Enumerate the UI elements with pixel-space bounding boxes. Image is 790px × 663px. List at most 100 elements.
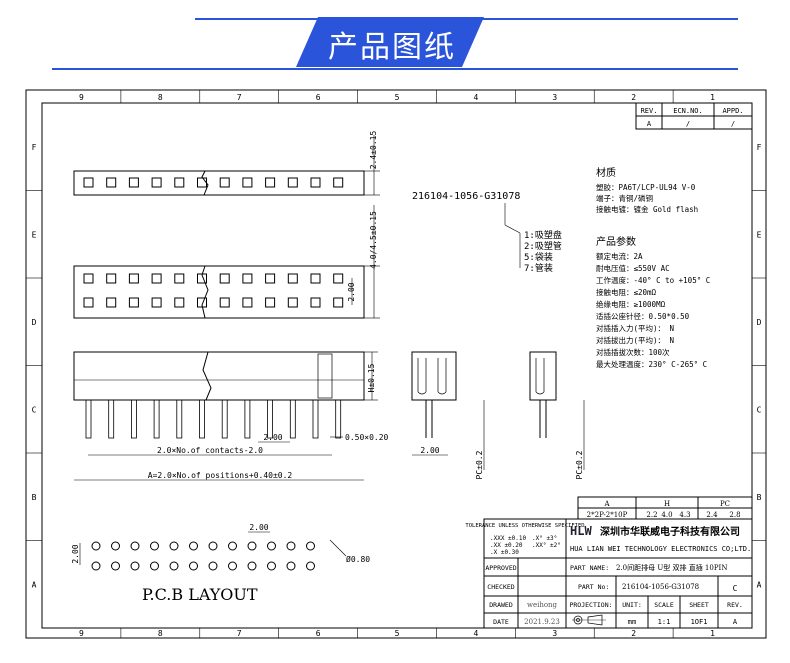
contact-hole (310, 273, 321, 284)
pcb-hole (247, 561, 257, 571)
tolerance-title: TOLERANCE UNLESS OTHERWISE SPECIFIED (465, 523, 584, 529)
zone-column-label: 4 (473, 629, 478, 638)
contact-hole (106, 273, 117, 284)
dim-table-header-h: H (664, 500, 670, 508)
pcb-hole (286, 561, 296, 571)
zone-column-label: 8 (158, 629, 163, 638)
contact-pin (221, 399, 228, 439)
contact-hole (242, 273, 253, 284)
sheet-label: SHEET (689, 601, 709, 609)
spec-line: 最大处理温度：230° C-265° C (596, 359, 707, 369)
contact-hole (310, 297, 321, 308)
pc-right-dim: PC±0.2 (575, 450, 584, 479)
part-rev-value: C (733, 584, 738, 593)
contact-hole (287, 273, 298, 284)
contact-pin (289, 399, 296, 439)
pcb-hole (169, 541, 179, 551)
zone-column-label: 7 (237, 93, 242, 102)
zone-column-label: 1 (710, 629, 715, 638)
company-name-cn: 深圳市华联威电子科技有限公司 (600, 525, 740, 538)
zone-column-label: 8 (158, 93, 163, 102)
contact-hole (83, 273, 94, 284)
part-code-number: 216104-1056-G31078 (412, 191, 520, 202)
contact-hole (333, 177, 344, 188)
zone-column-label: 4 (473, 93, 478, 102)
zone-row-label: E (32, 230, 37, 239)
part-option-7: 7:管装 (524, 262, 553, 274)
spec-line: 对插插入力(平均)： N (596, 323, 674, 333)
pcb-hole (150, 541, 159, 551)
dim-table-cell: 2.2 (646, 511, 657, 519)
dimension-table: A H PC 2*2P-2*10P 2.2 4.0 4.3 2.4 2.8 (577, 496, 753, 520)
pcb-pitch-y-dim: 2.00 (71, 544, 80, 563)
side-view-right: PC±0.2 (529, 351, 585, 479)
materials-title: 材质 (596, 166, 616, 179)
dim-table-header-a: A (603, 500, 610, 508)
drawn-by-value: weihong (527, 601, 558, 609)
contact-pin (199, 399, 205, 439)
pcb-hole (169, 561, 179, 571)
zone-row-label: B (757, 493, 762, 502)
zone-row-label: E (757, 230, 762, 239)
spec-line: 对插插拔次数：100次 (596, 347, 670, 357)
contact-hole (83, 177, 94, 188)
spec-line: 对插拔出力(平均)： N (596, 335, 674, 345)
contact-hole (197, 273, 207, 284)
top-view-double-row: 4.0/4.5±0.15 2.00 (73, 205, 380, 319)
part-option-5: 5:袋装 (524, 251, 553, 263)
rev-value-bottom: A (733, 618, 738, 626)
contact-hole (128, 297, 139, 308)
tolerance-angle: .XX° ±2° (532, 542, 561, 549)
contact-hole (151, 273, 162, 284)
company-name-en: HUA LIAN WEI TECHNOLOGY ELECTRONICS CO;L… (570, 545, 751, 553)
pcb-hole (208, 561, 218, 571)
contact-hole (265, 297, 276, 308)
zone-column-label: 5 (395, 93, 400, 102)
contact-pin (108, 399, 115, 439)
zone-row-label: A (757, 580, 762, 589)
pcb-hole (111, 541, 120, 551)
contact-hole (333, 273, 344, 284)
page-title: 产品图纸 (328, 30, 456, 65)
contact-hole (287, 177, 298, 188)
revision-table: REV. ECN.NO. APPD. A / / (635, 102, 753, 130)
top-view-single-row: 2.4±0.15 (73, 131, 380, 196)
material-line: 塑胶：PA6T/LCP-UL94 V-0 (596, 182, 696, 192)
pcb-hole (306, 561, 315, 571)
dim-table-cell: 2.4 (706, 511, 718, 519)
contact-pin (335, 399, 342, 439)
contact-hole (106, 177, 117, 188)
appd-header: APPD. (722, 107, 743, 115)
positions-dim: A=2.0×No.of positions+0.40±0.2 (148, 471, 293, 480)
zone-column-label: 5 (395, 629, 400, 638)
zone-column-label: 9 (79, 629, 84, 638)
contact-hole (219, 177, 230, 188)
contact-hole (287, 297, 298, 308)
part-code-callout: 216104-1056-G31078 1:吸塑盘 2:吸塑管 5:袋装 7:管装 (412, 191, 562, 274)
pcb-pitch-x-dim: 2.00 (249, 523, 268, 532)
zone-column-label: 7 (237, 629, 242, 638)
dim-table-cell: 2.8 (729, 511, 740, 519)
contact-hole (219, 297, 230, 308)
pin-size-dim: 0.50×0.20 (345, 433, 389, 442)
date-value: 2021.9.23 (524, 618, 560, 626)
rev-value: A (647, 120, 652, 128)
pcb-hole (189, 561, 198, 571)
contacts-dim: 2.0×No.of contacts-2.0 (157, 446, 263, 455)
contact-hole (174, 177, 185, 188)
row-pitch-dim: 2.00 (347, 282, 356, 301)
outer-frame (25, 89, 767, 639)
checked-label: CHECKED (487, 583, 514, 591)
projection-label: PROJECTION: (569, 601, 612, 609)
pcb-hole (111, 561, 120, 571)
dim-table-cell: 4.3 (679, 511, 690, 519)
contact-pin (85, 399, 92, 439)
tolerance-line: .XX ±0.20 (490, 542, 523, 549)
contact-hole (310, 177, 321, 188)
projection-symbol-icon (572, 614, 606, 626)
contact-hole (242, 177, 253, 188)
spec-line: 耐电压值：≤550V AC (596, 263, 670, 273)
spec-line: 额定电流：2A (596, 251, 643, 261)
pc-left-dim: PC±0.2 (475, 450, 484, 479)
zone-column-label: 3 (552, 93, 557, 102)
